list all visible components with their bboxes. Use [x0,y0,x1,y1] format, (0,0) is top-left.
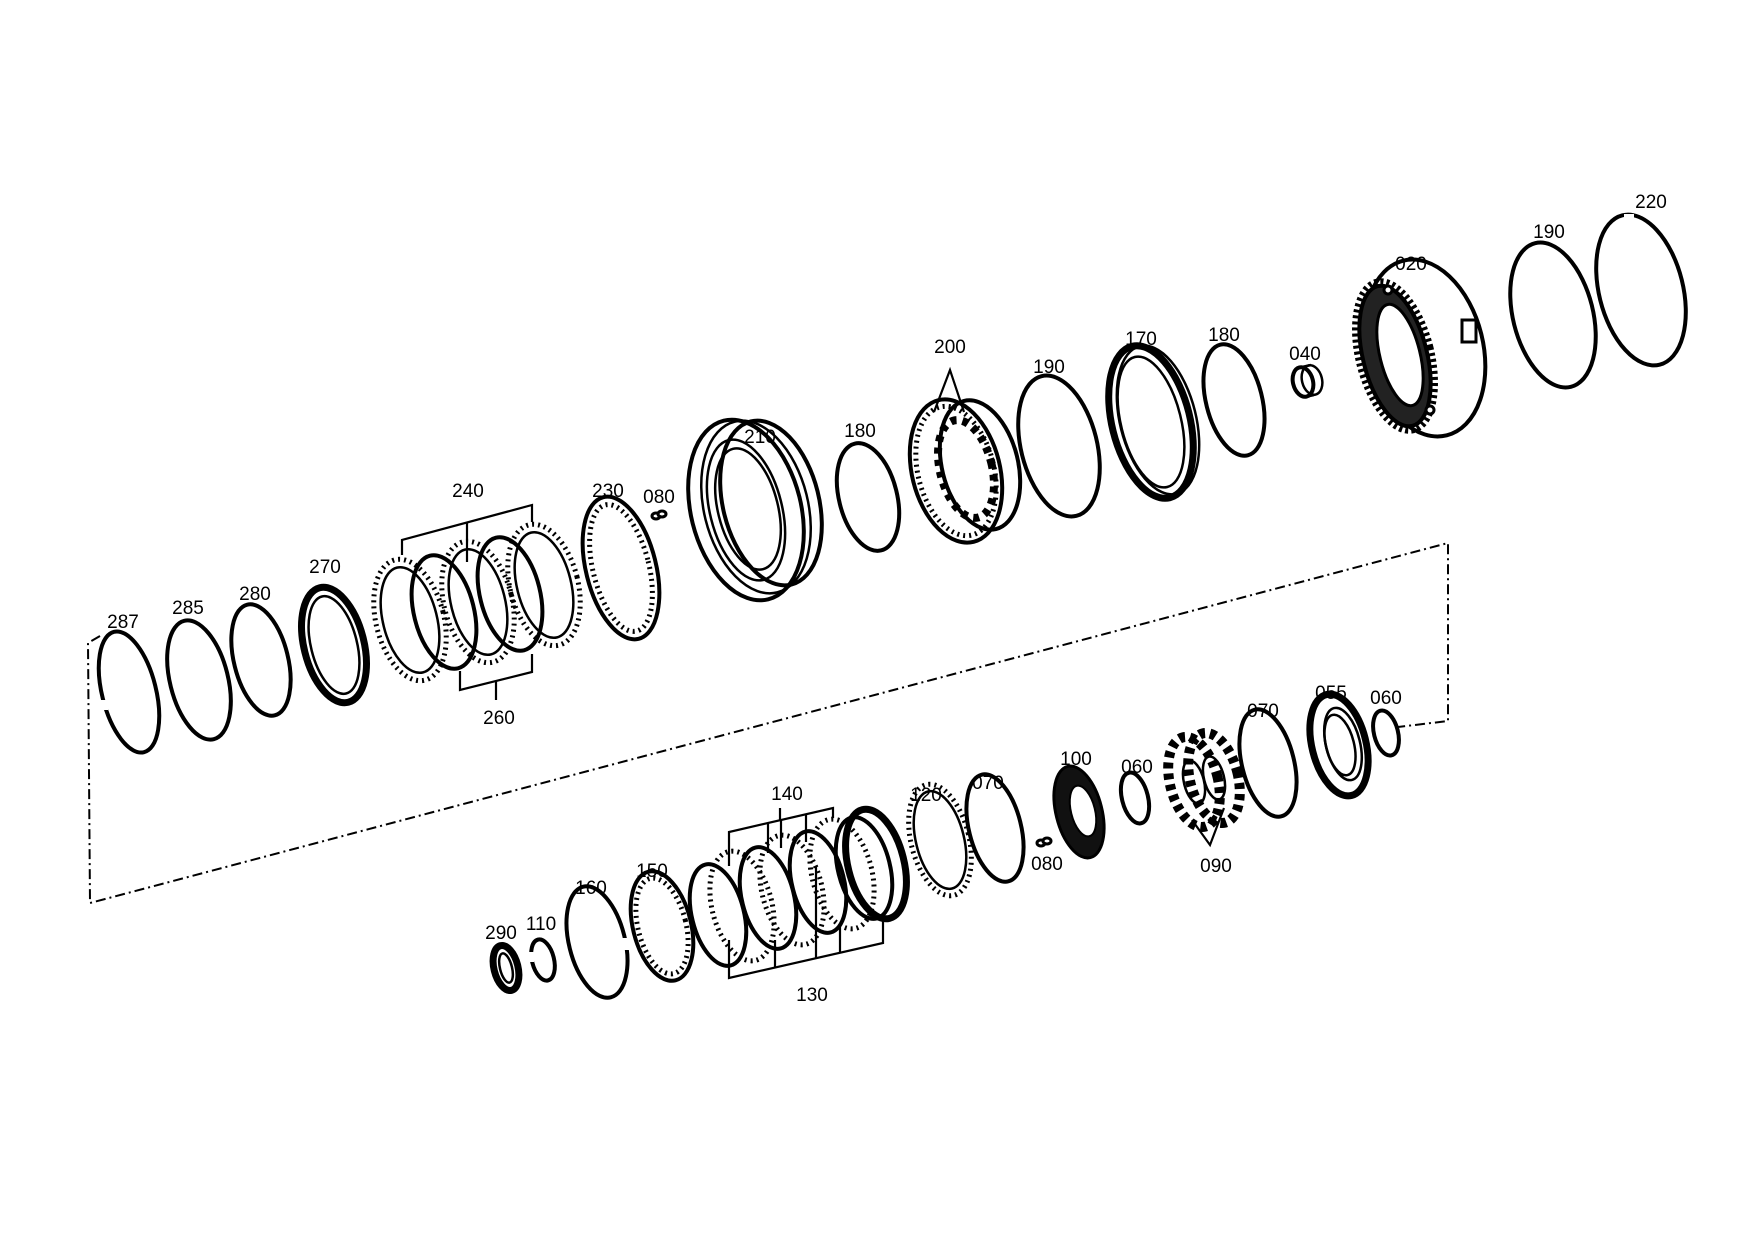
part-180-ring-b [1201,342,1267,458]
part-287-snap-ring [96,629,162,755]
label-080-lower: 080 [1031,854,1063,875]
part-060-ring-a [1118,770,1152,826]
part-130-140-clutch-pack [687,805,910,968]
label-270: 270 [309,557,341,578]
leader-200 [932,366,966,413]
part-240-260-clutch-pack [371,521,583,684]
label-190-b: 190 [1533,222,1565,243]
part-190-ring-a [1016,373,1102,519]
part-220-snap-ring [1594,212,1688,368]
label-110: 110 [526,914,556,935]
label-140: 140 [771,784,803,805]
label-020: 020 [1395,254,1427,275]
label-070-b: 070 [1247,701,1279,722]
label-060-b: 060 [1370,688,1402,709]
part-055-seal [1306,690,1372,800]
label-240: 240 [452,481,484,502]
leader-240-bracket [400,503,534,562]
label-180-b: 180 [1208,325,1240,346]
part-060-ring-b [1371,708,1401,758]
label-070-a: 070 [972,773,1004,794]
part-070-ring-a [964,772,1026,884]
part-190-ring-b [1508,240,1598,390]
label-290: 290 [485,923,517,944]
part-020-clutch-carrier [1352,257,1488,439]
part-285-ring [165,618,233,742]
part-170-piston [1105,342,1201,502]
label-160: 160 [575,878,607,899]
label-180-a: 180 [844,421,876,442]
label-150: 150 [636,861,668,882]
label-287: 287 [107,612,139,633]
label-280: 280 [239,584,271,605]
part-200-spring-assembly [907,397,1023,545]
part-150-end-plate [628,869,696,983]
label-055: 055 [1315,683,1347,704]
label-285: 285 [172,598,204,619]
leader-090 [1191,807,1226,848]
label-170: 170 [1125,329,1157,350]
label-260: 260 [483,708,515,729]
part-270-pressure-plate [298,583,370,707]
leader-260-bracket [458,654,534,700]
label-040: 040 [1289,344,1321,365]
part-110-snap-ring [525,937,557,983]
part-100-thrust-washer [1052,764,1106,860]
label-190-a: 190 [1033,357,1065,378]
label-210: 210 [744,427,776,448]
label-220: 220 [1635,192,1667,213]
leader-140-bracket [727,806,835,866]
label-130: 130 [796,985,828,1006]
part-280-ring [229,602,293,718]
part-230-plate [580,494,662,642]
part-160-snap-ring [564,884,630,1000]
label-230: 230 [592,481,624,502]
part-180-ring-a [834,441,902,553]
leader-130-bracket [727,866,885,980]
label-080-upper: 080 [643,487,675,508]
label-060-a: 060 [1121,757,1153,778]
label-100: 100 [1060,749,1092,770]
part-040-bushing [1290,363,1324,399]
label-200: 200 [934,337,966,358]
part-210-piston-housing [686,417,824,603]
label-090: 090 [1200,856,1232,877]
part-290-ring [489,941,523,995]
part-080-ball-lower [1035,836,1053,848]
part-070-ring-b [1237,707,1299,819]
label-120: 120 [910,785,942,806]
assembly-connector-line [86,541,1449,905]
part-090-disc-springs [1163,727,1245,833]
part-080-ball-upper [650,509,668,521]
